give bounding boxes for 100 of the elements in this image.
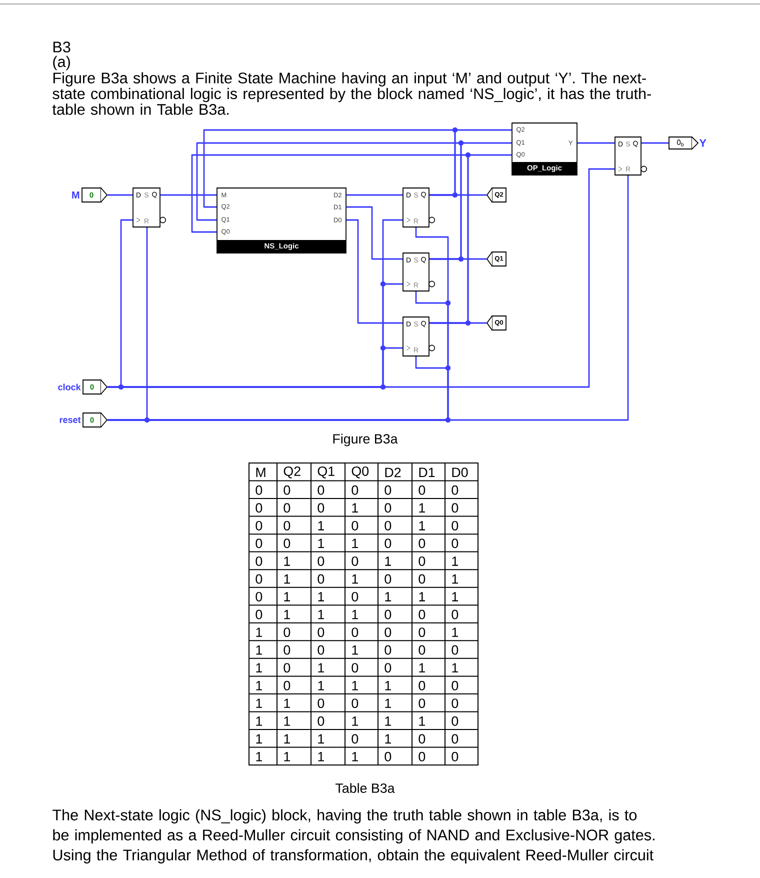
- table-cell: 1: [256, 716, 262, 726]
- table-cell: 1: [452, 574, 458, 584]
- table-cell: 0: [352, 520, 358, 530]
- table-cell: Q1: [318, 466, 334, 478]
- table-cell: 1: [318, 521, 324, 530]
- table-cell: 1: [352, 503, 358, 513]
- table-cell: D2: [385, 468, 401, 478]
- table-cell: 0: [256, 485, 262, 495]
- table-cell: 0: [452, 680, 458, 690]
- table-cell: 1: [284, 574, 290, 584]
- wire: [429, 129, 512, 196]
- table-cell: 0: [256, 538, 262, 548]
- table-cell: 1: [419, 503, 425, 513]
- wire: [107, 175, 629, 421]
- table-cell: 1: [318, 663, 324, 672]
- table-cell: 0: [384, 628, 392, 638]
- figure-caption: Figure B3a: [333, 434, 398, 446]
- wire: [160, 194, 217, 196]
- table-cell: 1: [284, 698, 290, 708]
- table-cell: 1: [452, 556, 458, 566]
- table-cell: 1: [385, 681, 391, 690]
- table-cell: 0: [352, 734, 358, 744]
- table-cell: 0: [318, 485, 324, 495]
- table-cell: 1: [352, 716, 358, 726]
- pin-label: clock: [58, 384, 81, 390]
- table-cell: 0: [418, 734, 426, 744]
- table-cell: 0: [418, 680, 426, 690]
- table-cell: 0: [452, 503, 458, 513]
- wire: [107, 168, 615, 388]
- table-cell: 0: [418, 485, 426, 495]
- table-cell: 0: [418, 752, 426, 762]
- table-cell: 1: [318, 752, 324, 762]
- table-cell: 0: [352, 485, 358, 495]
- table-cell: 0: [384, 503, 392, 513]
- table-cell: 1: [352, 610, 358, 620]
- table-cell: 0: [284, 663, 290, 673]
- table-cell: 0: [384, 485, 392, 495]
- table-cell: 1: [352, 645, 358, 655]
- table-cell: 0: [384, 520, 392, 530]
- table-cell: 1: [284, 610, 290, 620]
- table-cell: 0: [352, 663, 358, 673]
- wire: [346, 194, 403, 196]
- wire: [429, 154, 512, 324]
- table-cell: 0: [318, 716, 324, 726]
- table-cell: 1: [385, 592, 391, 602]
- pin-label: M: [72, 192, 80, 198]
- table-cell: 1: [284, 716, 290, 726]
- table-cell: 0: [418, 628, 426, 638]
- table-cell: M: [256, 468, 266, 478]
- table-cell: 0: [256, 610, 262, 620]
- table-cell: 0: [256, 574, 262, 584]
- table-cell: 0: [352, 592, 358, 602]
- table-cell: 0: [352, 698, 358, 708]
- table-cell: 0: [452, 752, 458, 762]
- table-cell: 0: [318, 556, 324, 566]
- table-cell: 0: [284, 628, 290, 638]
- table-cell: 1: [452, 592, 458, 602]
- table-cell: 0: [318, 698, 324, 708]
- table-cell: 0: [284, 485, 290, 495]
- table-cell: 0: [418, 645, 426, 655]
- table-cell: 0: [452, 645, 458, 655]
- table-cell: 0: [452, 716, 458, 726]
- table-cell: 0: [384, 663, 392, 673]
- table-cell: 1: [318, 734, 324, 744]
- table-cell: 0: [418, 538, 426, 548]
- table-cell: 0: [384, 574, 392, 584]
- table-cell: 1: [284, 556, 290, 566]
- table-cell: 1: [352, 538, 358, 548]
- paragraph: The Next-state logic (NS_logic) block, having the truth table shown in table B3a, is to be implemented as a Reed-Muller circuit consisting of NAND and Exclusive-NOR gates. Using the Triangular Method of transformation, obtain the equivalent Reed-Muller circuit: [52, 809, 654, 864]
- table-cell: 0: [318, 574, 324, 584]
- table-cell: D1: [419, 468, 435, 478]
- table-cell: 0: [352, 628, 358, 638]
- table-cell: 1: [352, 574, 358, 584]
- table-cell: 1: [385, 556, 391, 566]
- table-cell: 0: [352, 556, 358, 566]
- table-cell: 0: [384, 610, 392, 620]
- table-cell: 0: [284, 520, 290, 530]
- table-cell: 1: [318, 592, 324, 602]
- table-cell: 0: [284, 538, 290, 548]
- table-cell: 0: [452, 734, 458, 744]
- table-cell: 1: [419, 716, 425, 726]
- pin-label: Y: [699, 139, 706, 147]
- table-cell: 0: [256, 556, 262, 566]
- table-cell: 1: [419, 592, 425, 602]
- table-cell: 0: [452, 485, 458, 495]
- table-cell: 1: [256, 645, 262, 655]
- paragraph: Figure B3a shows a Finite State Machine having an input ‘M’ and output ‘Y’. The next-state combinational logic is represented by the block named ‘NS_logic’, it has the truth-table shown in Table B3a.: [52, 72, 651, 115]
- wire: [577, 142, 615, 144]
- table-caption: Table B3a: [336, 783, 395, 793]
- table-cell: 1: [385, 734, 391, 744]
- table-cell: 1: [419, 663, 425, 672]
- table-cell: Q2: [284, 466, 300, 478]
- table-cell: 0: [256, 503, 262, 513]
- table-cell: 1: [419, 521, 425, 530]
- table-cell: 0: [452, 538, 458, 548]
- table-cell: 0: [284, 503, 290, 513]
- table-cell: 0: [452, 610, 458, 620]
- table-cell: 1: [256, 752, 262, 762]
- table-cell: 0: [418, 574, 426, 584]
- table-cell: 1: [256, 663, 262, 672]
